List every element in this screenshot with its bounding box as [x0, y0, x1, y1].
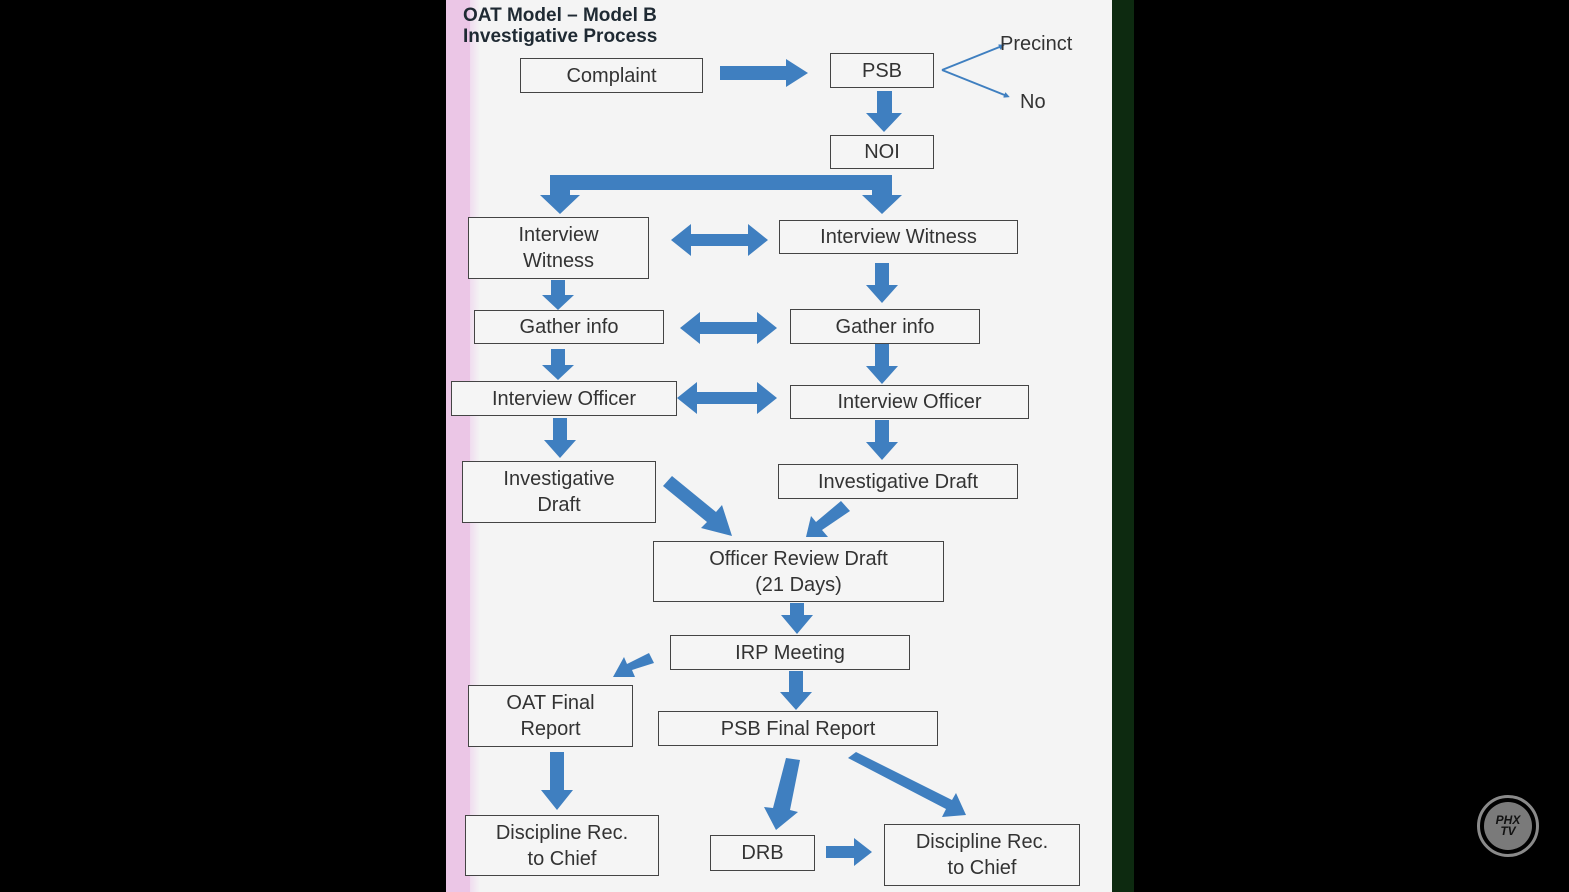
- arrow-irp-oat: [613, 653, 654, 677]
- arrow-psb-drb: [764, 758, 800, 830]
- arrow-complaint-psb: [720, 59, 808, 87]
- arrow-psb-noi: [866, 91, 902, 132]
- arrow-left-witness-gather: [542, 280, 574, 310]
- node-label-line-1: Discipline Rec.: [495, 821, 629, 844]
- node-label: PSB: [861, 59, 903, 82]
- node-right-interview-witness: Interview Witness: [779, 220, 1018, 254]
- label-precinct: Precinct: [1000, 33, 1073, 55]
- node-noi: NOI: [830, 135, 934, 169]
- node-label: PSB Final Report: [720, 717, 876, 740]
- slide-accent-fade: [470, 0, 480, 892]
- node-label-line-1: Officer Review Draft: [709, 547, 888, 570]
- arrow-gather-link: [680, 312, 777, 344]
- node-label-line-2: to Chief: [527, 847, 597, 870]
- node-drb: DRB: [710, 835, 815, 871]
- logo-text-2: TV: [1500, 824, 1516, 838]
- phx-tv-logo: PHX TV: [1477, 795, 1539, 857]
- arrow-drb-discipline: [826, 838, 872, 866]
- arrow-right-witness-gather: [866, 263, 898, 303]
- node-label: Gather info: [835, 315, 935, 338]
- node-right-discipline-rec: Discipline Rec. to Chief: [884, 824, 1080, 886]
- node-label-line-2: Report: [520, 718, 581, 740]
- node-right-investigative-draft: Investigative Draft: [778, 464, 1018, 499]
- arrow-left-gather-officer: [542, 349, 574, 380]
- label-no: No: [1020, 91, 1046, 113]
- arrow-noi-split: [540, 175, 902, 214]
- arrow-oat-discipline: [541, 752, 573, 810]
- node-label: NOI: [864, 141, 900, 163]
- arrow-review-irp: [781, 603, 813, 634]
- node-irp-meeting: IRP Meeting: [670, 635, 910, 670]
- arrow-right-draft-review: [806, 501, 850, 537]
- arrow-left-officer-draft: [544, 418, 576, 458]
- arrow-right-gather-officer: [866, 344, 898, 384]
- node-left-investigative-draft: Investigative Draft: [462, 461, 656, 523]
- node-right-gather-info: Gather info: [790, 309, 980, 344]
- arrow-irp-psb: [780, 671, 812, 710]
- node-label: Investigative Draft: [817, 470, 979, 493]
- node-label-line-2: (21 Days): [755, 573, 842, 596]
- node-label-line-1: OAT Final: [506, 692, 595, 714]
- node-oat-final-report: OAT Final Report: [468, 685, 633, 747]
- phoenix-bird-icon: PHX TV: [1484, 802, 1532, 850]
- node-complaint: Complaint: [520, 58, 703, 93]
- arrow-witness-link: [671, 224, 768, 256]
- node-psb: PSB: [830, 53, 934, 88]
- node-left-gather-info: Gather info: [474, 310, 664, 344]
- node-label-line-1: Discipline Rec.: [915, 831, 1049, 853]
- slide-title: OAT Model – Model B Investigative Proces…: [463, 5, 657, 47]
- arrow-officer-link: [677, 382, 777, 414]
- node-left-interview-officer: Interview Officer: [451, 381, 677, 416]
- logo-text-1: PHX: [1495, 813, 1521, 827]
- node-right-interview-officer: Interview Officer: [790, 385, 1029, 419]
- node-label: Complaint: [566, 64, 657, 87]
- node-left-interview-witness: Interview Witness: [468, 217, 649, 279]
- title-line-1: OAT Model – Model B: [463, 5, 657, 26]
- node-label: Interview Witness: [820, 226, 977, 248]
- slide-left-accent: [446, 0, 470, 892]
- arrow-left-draft-review: [663, 476, 732, 536]
- arrow-right-officer-draft: [866, 420, 898, 460]
- node-label: IRP Meeting: [735, 641, 845, 664]
- presentation-slide: OAT Model – Model B Investigative Proces…: [446, 0, 1112, 892]
- node-label: Interview Officer: [491, 387, 637, 410]
- flow-arrows: [540, 44, 1010, 866]
- node-officer-review-draft: Officer Review Draft (21 Days): [653, 541, 944, 602]
- arrow-psb-no: [941, 69, 1010, 98]
- node-label: Gather info: [519, 316, 619, 338]
- node-left-discipline-rec: Discipline Rec. to Chief: [465, 815, 659, 876]
- arrow-psb-precinct: [941, 44, 1005, 71]
- node-label-line-2: to Chief: [947, 857, 1017, 879]
- node-label: Investigative Draft: [503, 468, 615, 516]
- node-label: Interview Officer: [837, 391, 982, 413]
- video-edge-bar: [1112, 0, 1134, 892]
- node-label: Interview Witness: [518, 224, 599, 272]
- title-line-2: Investigative Process: [463, 26, 658, 47]
- node-label: DRB: [741, 842, 784, 864]
- arrow-psb-discipline: [848, 752, 966, 817]
- node-psb-final-report: PSB Final Report: [658, 711, 938, 746]
